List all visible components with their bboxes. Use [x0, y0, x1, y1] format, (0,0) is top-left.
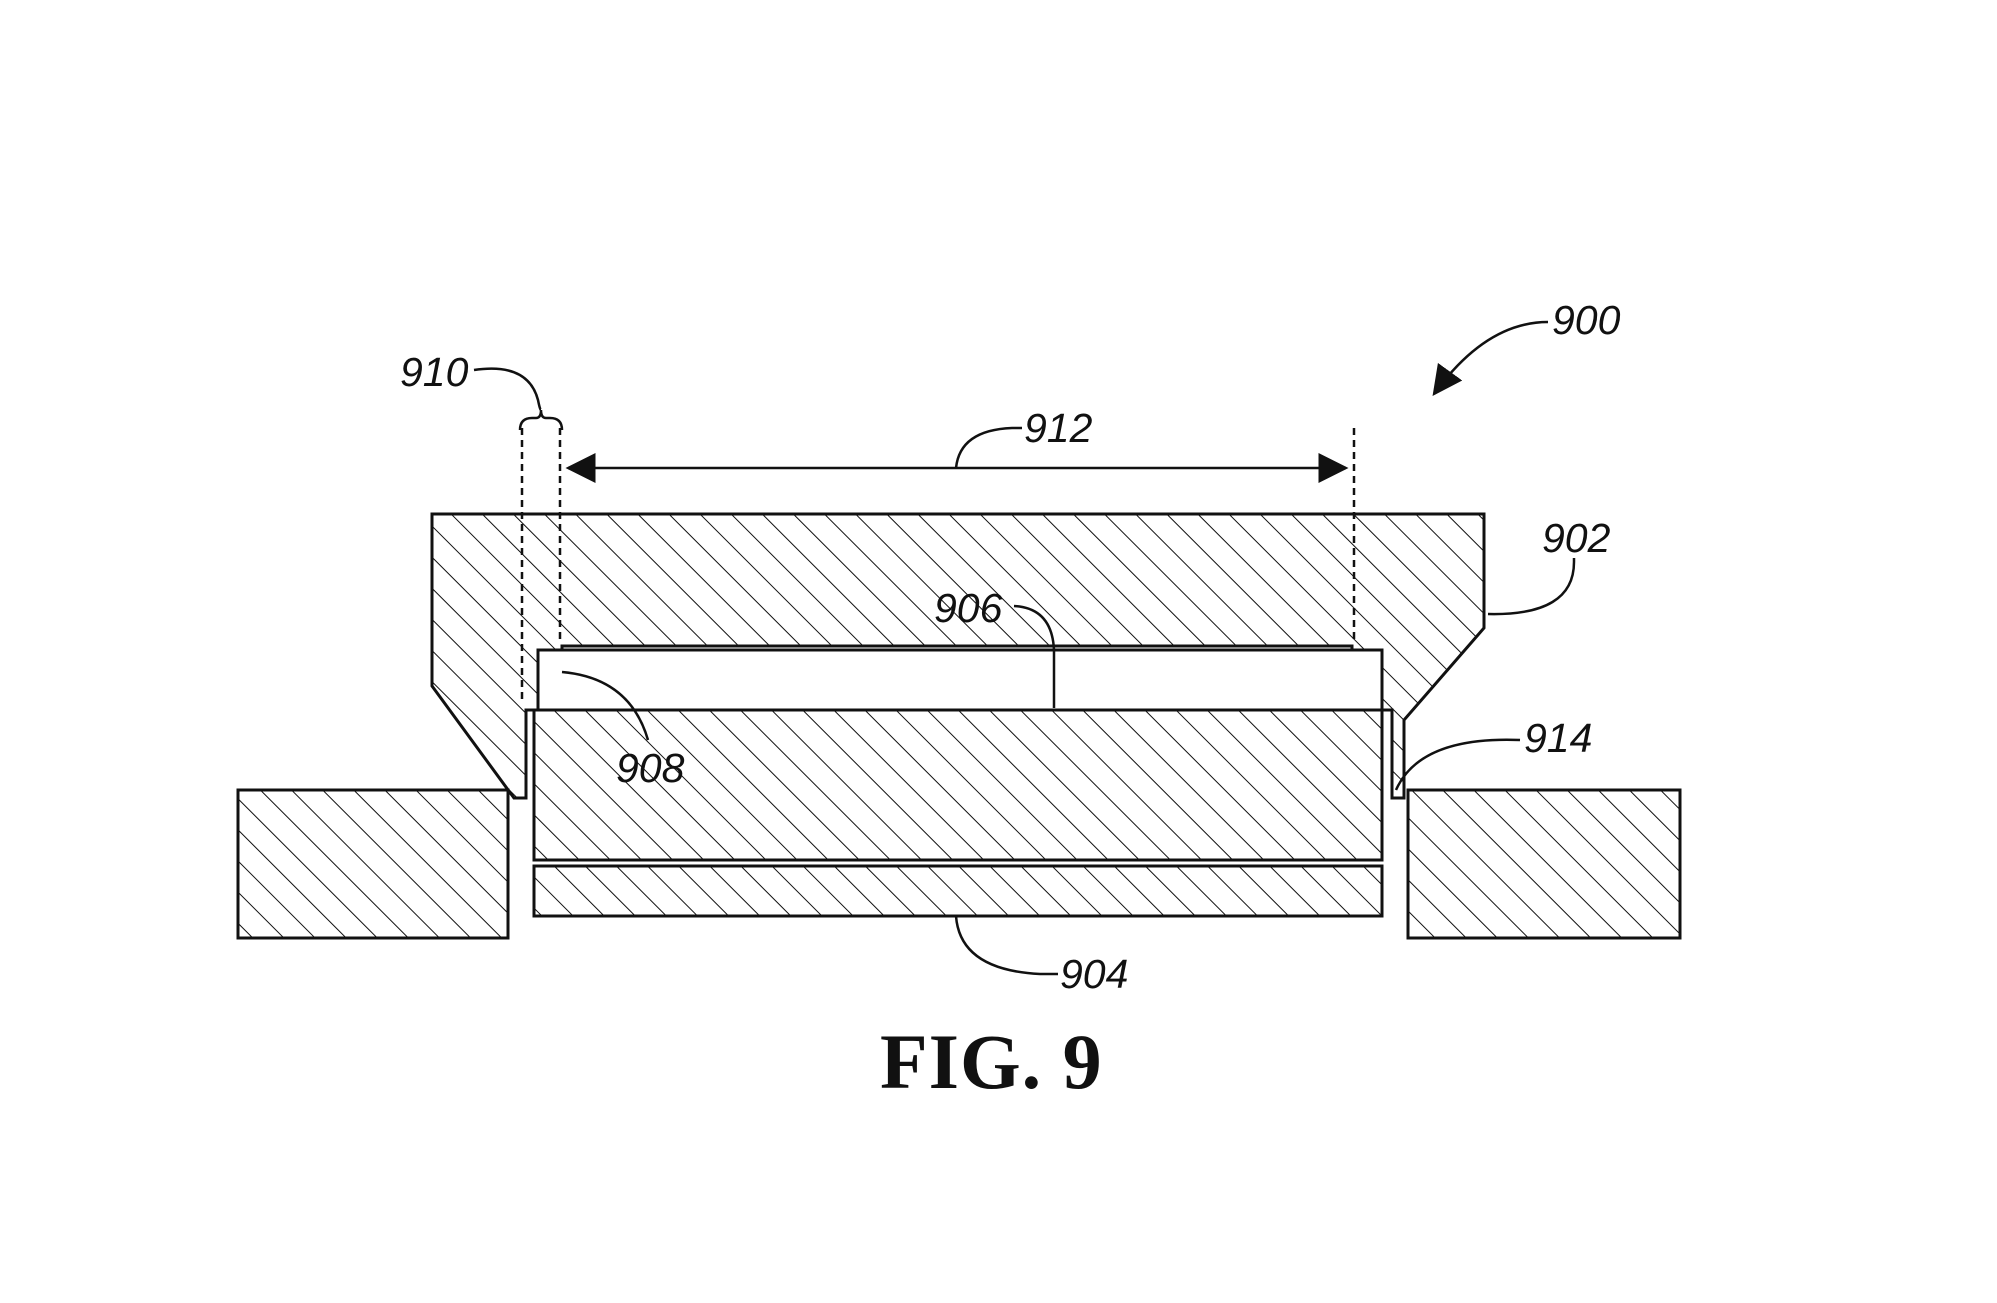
left-side-block: [236, 788, 510, 940]
leader-904: [954, 915, 1058, 976]
leader-906: [1013, 604, 1056, 708]
label-910: 910: [400, 349, 469, 395]
label-914: 914: [1524, 715, 1592, 761]
recess-void: [560, 644, 1354, 652]
label-900: 900: [1552, 297, 1621, 343]
label-902: 902: [1542, 515, 1611, 561]
label-904: 904: [1060, 951, 1128, 997]
assembly-arrow-900: [1432, 320, 1549, 397]
leader-902: [1487, 558, 1576, 616]
leader-914: [1394, 738, 1521, 791]
label-912: 912: [1024, 405, 1093, 451]
leader-908: [561, 670, 650, 741]
leader-912: [954, 426, 1022, 469]
right-side-block: [1406, 788, 1682, 940]
label-908: 908: [616, 745, 685, 791]
figure-caption: FIG. 9: [880, 1018, 1103, 1105]
gap-brace-910: [518, 409, 564, 431]
leader-910: [473, 367, 542, 412]
label-906: 906: [934, 585, 1003, 631]
lower-strip-904: [532, 864, 1384, 918]
middle-block: [532, 708, 1384, 862]
